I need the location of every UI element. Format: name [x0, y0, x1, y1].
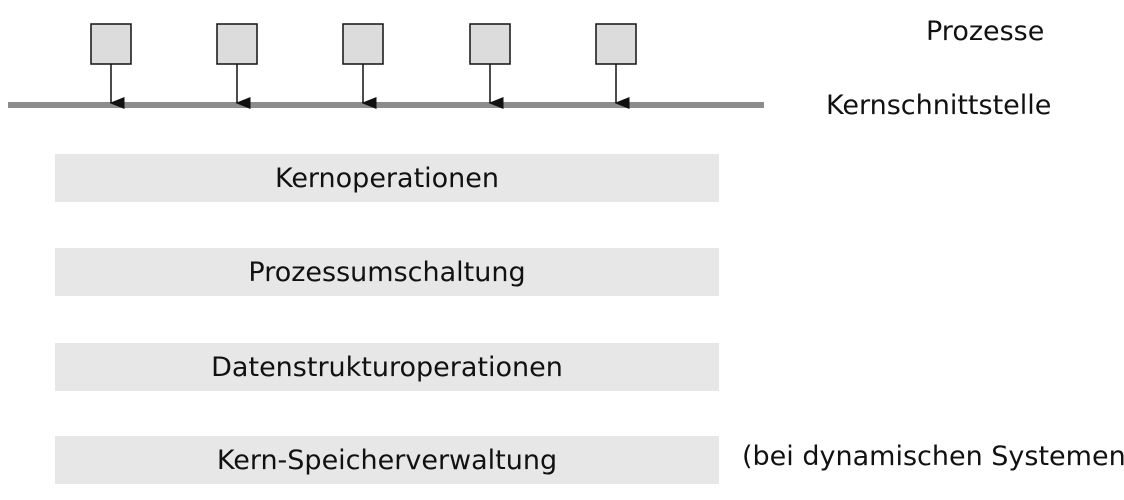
- kernel-interface-label: Kernschnittstelle: [826, 90, 1052, 121]
- process-2: [216, 23, 258, 109]
- process-box: [595, 23, 637, 65]
- layer-label: Prozessumschaltung: [248, 256, 526, 288]
- processes-label: Prozesse: [926, 16, 1045, 47]
- layer-data-structure-operations: Datenstrukturoperationen: [55, 343, 719, 391]
- process-box: [216, 23, 258, 65]
- process-box: [469, 23, 511, 65]
- layer-label: Kern-Speicherverwaltung: [216, 444, 558, 476]
- layer-process-switching: Prozessumschaltung: [55, 248, 719, 296]
- layer-kernel-memory-management: Kern-Speicherverwaltung: [55, 436, 719, 484]
- process-3: [342, 23, 384, 109]
- process-1: [90, 23, 132, 109]
- layer-label: Kernoperationen: [274, 162, 500, 194]
- layer-label: Datenstrukturoperationen: [211, 351, 563, 383]
- kernel-interface-line: [8, 102, 764, 108]
- process-5: [595, 23, 637, 109]
- layer-kernel-operations: Kernoperationen: [55, 154, 719, 202]
- process-box: [90, 23, 132, 65]
- process-box: [342, 23, 384, 65]
- process-4: [469, 23, 511, 109]
- dynamic-systems-note: (bei dynamischen Systemen): [742, 441, 1124, 472]
